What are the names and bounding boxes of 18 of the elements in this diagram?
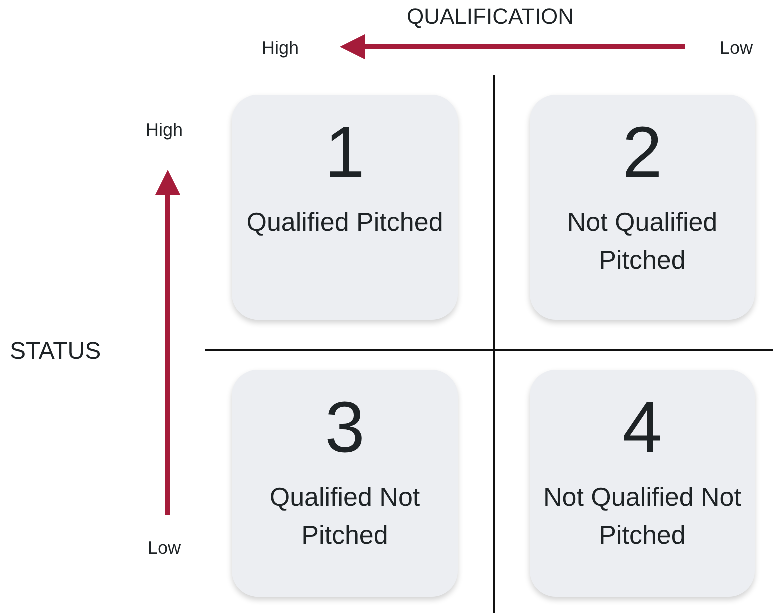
quadrant-card — [530, 370, 755, 597]
axis-title: QUALIFICATION — [407, 4, 574, 30]
quadrant-label: Not Qualified Not Pitched — [542, 481, 742, 552]
axis-end-label: Low — [148, 538, 182, 559]
quadrant-number: 4 — [622, 388, 663, 468]
quadrant-card — [232, 95, 458, 320]
axis-end-label: High — [262, 38, 300, 59]
axis-title: STATUS — [10, 338, 102, 366]
axis-end-label: High — [146, 120, 184, 141]
quadrant-card — [232, 370, 458, 597]
quadrant-label: Not Qualified Pitched — [566, 206, 719, 277]
quadrant-card — [530, 95, 755, 320]
quadrant-number: 1 — [324, 113, 366, 193]
axis-end-label: Low — [720, 38, 754, 59]
quadrant-number: 3 — [324, 388, 366, 468]
quadrant-label: Qualified Pitched — [246, 206, 444, 239]
quadrant-number: 2 — [622, 113, 663, 193]
quadrant-label: Qualified Not Pitched — [268, 481, 422, 552]
